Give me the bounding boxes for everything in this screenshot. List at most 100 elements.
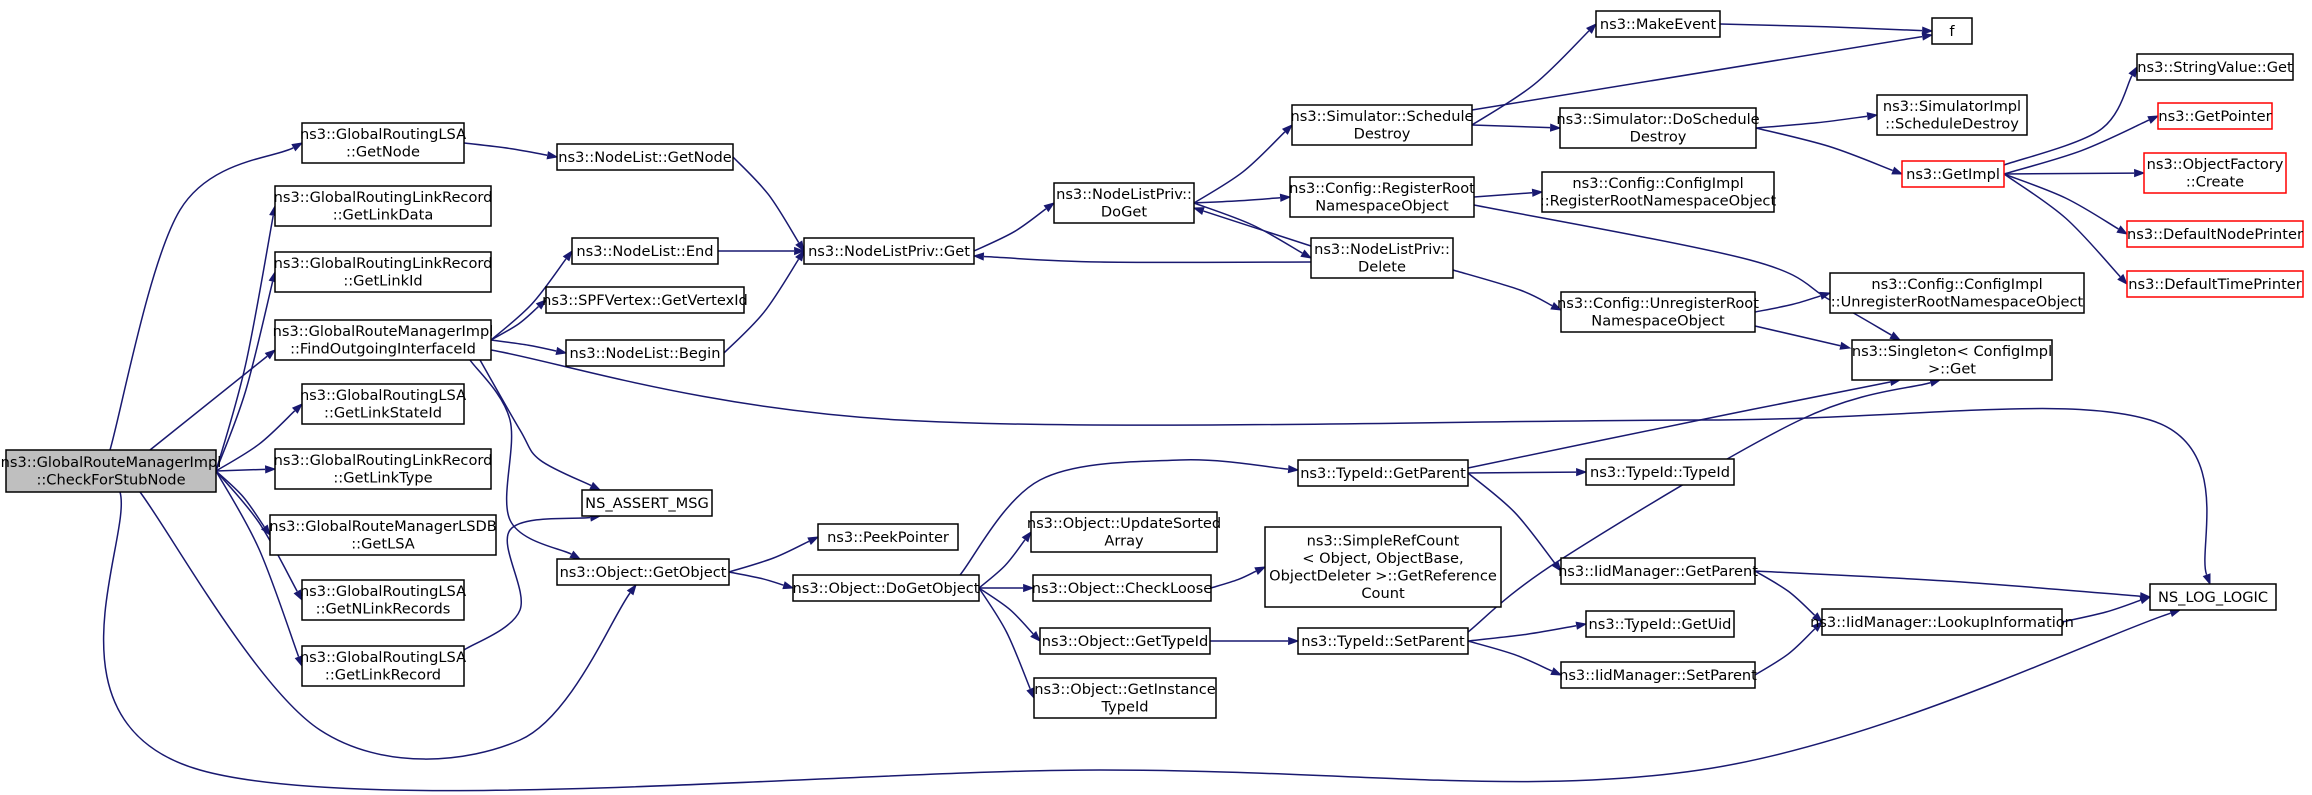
- function-node-object-dogetobject[interactable]: ns3::Object::DoGetObject: [792, 574, 980, 602]
- function-node-nodelist-end[interactable]: ns3::NodeList::End: [571, 237, 719, 265]
- function-node-sim-scheduledestroy[interactable]: ns3::Simulator::ScheduleDestroy: [1290, 104, 1474, 146]
- function-node-label: ns3::NodeList::End: [576, 243, 713, 260]
- function-node-label: ::GetLinkData: [333, 207, 434, 224]
- function-node-label: ::GetLinkType: [333, 470, 432, 487]
- call-edge-nodelistpriv_doget-to-config_registerroot: [1193, 193, 1292, 204]
- function-node-label: ns3::TypeId::TypeId: [1590, 464, 1730, 481]
- call-edge-root-to-lsdb_getlsa: [215, 470, 271, 537]
- function-node-label: ns3::DefaultTimePrinter: [2128, 276, 2302, 293]
- call-edge-typeid_getparent-to-singleton_get: [1467, 377, 1902, 469]
- function-node-defaulttimeprinter[interactable]: ns3::DefaultTimePrinter: [2126, 270, 2304, 298]
- call-edge-object_getobject-to-object_dogetobject: [728, 571, 795, 590]
- function-node-label: ns3::GlobalRoutingLSA: [300, 126, 466, 143]
- function-node-simimpl-scheduledestroy[interactable]: ns3::SimulatorImpl::ScheduleDestroy: [1876, 94, 2028, 136]
- call-edge-iidmanager_getparent-to-ns_log_logic: [1754, 570, 2152, 601]
- function-node-lr-getlinktype[interactable]: ns3::GlobalRoutingLinkRecord::GetLinkTyp…: [274, 448, 493, 490]
- function-node-configimpl-unregisterroot[interactable]: ns3::Config::ConfigImpl::UnregisterRootN…: [1829, 272, 2085, 314]
- function-node-defaultnodeprinter[interactable]: ns3::DefaultNodePrinter: [2126, 220, 2304, 248]
- function-node-label: Delete: [1358, 259, 1406, 276]
- function-node-label: ns3::GlobalRouteManagerImpl: [1, 454, 222, 471]
- function-node-typeid-setparent[interactable]: ns3::TypeId::SetParent: [1297, 627, 1469, 655]
- function-node-label: ns3::GlobalRoutingLinkRecord: [274, 255, 493, 272]
- function-node-label: ns3::GlobalRouteManagerLSDB: [269, 518, 497, 535]
- function-node-spf-getvertexid[interactable]: ns3::SPFVertex::GetVertexId: [542, 286, 748, 314]
- call-edge-nodelistpriv_delete-to-config_unregisterroot: [1452, 269, 1563, 311]
- function-node-label: ns3::Config::ConfigImpl: [1572, 175, 1743, 192]
- function-node-label: ns3::SPFVertex::GetVertexId: [542, 292, 748, 309]
- function-node-nodelistpriv-get[interactable]: ns3::NodeListPriv::Get: [803, 237, 975, 265]
- function-node-object-gettypeid[interactable]: ns3::Object::GetTypeId: [1039, 627, 1211, 655]
- function-node-label: ns3::IidManager::GetParent: [1558, 563, 1758, 580]
- function-node-label: ns3::Object::DoGetObject: [792, 580, 979, 597]
- function-node-simplerefcount[interactable]: ns3::SimpleRefCount< Object, ObjectBase,…: [1264, 526, 1502, 608]
- call-edge-typeid_setparent-to-iidmanager_setparent: [1467, 640, 1563, 676]
- function-node-object-getobject[interactable]: ns3::Object::GetObject: [556, 558, 730, 586]
- function-node-getpointer[interactable]: ns3::GetPointer: [2157, 102, 2273, 130]
- function-node-label: ns3::MakeEvent: [1600, 16, 1717, 33]
- function-node-getimpl[interactable]: ns3::GetImpl: [1901, 160, 2005, 188]
- function-node-nodelistpriv-doget[interactable]: ns3::NodeListPriv::DoGet: [1053, 182, 1195, 224]
- function-node-lsa-getlinkstateid[interactable]: ns3::GlobalRoutingLSA::GetLinkStateId: [300, 383, 466, 425]
- function-node-config-unregisterroot[interactable]: ns3::Config::UnregisterRootNamespaceObje…: [1557, 291, 1759, 333]
- call-edge-nodelistpriv_delete-to-nodelistpriv_doget: [1192, 207, 1312, 247]
- function-node-objectfactory-create[interactable]: ns3::ObjectFactory::Create: [2143, 152, 2287, 194]
- function-node-nodelist-begin[interactable]: ns3::NodeList::Begin: [565, 339, 725, 367]
- call-edge-nodelistpriv_get-to-nodelistpriv_doget: [973, 202, 1056, 252]
- function-node-ns-assert-msg[interactable]: NS_ASSERT_MSG: [581, 489, 713, 517]
- function-node-label: ns3::PeekPointer: [827, 529, 949, 546]
- function-node-label: ns3::ObjectFactory: [2147, 156, 2284, 173]
- function-node-makeevent[interactable]: ns3::MakeEvent: [1595, 10, 1721, 38]
- function-node-lsa-getnlinkrecords[interactable]: ns3::GlobalRoutingLSA::GetNLinkRecords: [300, 579, 466, 621]
- function-node-label: NS_LOG_LOGIC: [2158, 589, 2268, 606]
- function-node-label: Count: [1361, 585, 1405, 602]
- function-node-config-registerroot[interactable]: ns3::Config::RegisterRootNamespaceObject: [1289, 176, 1475, 218]
- function-node-typeid-getparent[interactable]: ns3::TypeId::GetParent: [1297, 459, 1469, 487]
- function-node-object-checkloose[interactable]: ns3::Object::CheckLoose: [1032, 574, 1213, 602]
- function-node-nodelist-getnode[interactable]: ns3::NodeList::GetNode: [556, 143, 734, 171]
- function-node-label: ::CheckForStubNode: [36, 472, 185, 489]
- call-edge-root-to-lsa_getnlinkrecords: [215, 470, 303, 602]
- function-node-lsa-getnode[interactable]: ns3::GlobalRoutingLSA::GetNode: [300, 122, 466, 164]
- call-edge-sim_scheduledestroy-to-makeevent: [1471, 22, 1598, 126]
- function-node-lr-getlinkid[interactable]: ns3::GlobalRoutingLinkRecord::GetLinkId: [274, 251, 493, 293]
- function-node-label: Destroy: [1354, 126, 1411, 143]
- function-node-label: ::Create: [2186, 174, 2244, 191]
- function-node-findout[interactable]: ns3::GlobalRouteManagerImpl::FindOutgoin…: [273, 319, 494, 361]
- function-node-lsdb-getlsa[interactable]: ns3::GlobalRouteManagerLSDB::GetLSA: [269, 514, 497, 556]
- call-edge-typeid_getparent-to-typeid_typeid: [1467, 467, 1588, 477]
- function-node-nodelistpriv-delete[interactable]: ns3::NodeListPriv::Delete: [1310, 237, 1454, 279]
- function-node-iidmanager-setparent[interactable]: ns3::IidManager::SetParent: [1559, 661, 1757, 689]
- function-node-label: ns3::SimulatorImpl: [1883, 98, 2021, 115]
- call-edge-root-to-lsa_getnode: [109, 142, 304, 451]
- function-node-peekpointer[interactable]: ns3::PeekPointer: [817, 523, 959, 551]
- call-edge-iidmanager_getparent-to-iidmanager_lookup: [1754, 570, 1824, 623]
- call-edge-object_getobject-to-peekpointer: [728, 536, 820, 573]
- function-node-singleton-get[interactable]: ns3::Singleton< ConfigImpl>::Get: [1851, 339, 2053, 381]
- function-node-label: ::GetLinkRecord: [325, 667, 441, 684]
- call-edge-nodelistpriv_doget-to-nodelistpriv_delete: [1193, 202, 1313, 259]
- call-edge-object_dogetobject-to-object_gettypeid: [978, 587, 1042, 643]
- function-node-label: DoGet: [1101, 204, 1147, 221]
- call-edge-findout-to-object_getobject: [469, 359, 582, 560]
- function-node-f[interactable]: f: [1931, 17, 1973, 45]
- function-node-label: ns3::Config::RegisterRoot: [1289, 180, 1475, 197]
- function-node-label: ns3::SimpleRefCount: [1307, 533, 1460, 550]
- function-node-label: ns3::Simulator::Schedule: [1290, 108, 1473, 125]
- function-node-configimpl-registerroot[interactable]: ns3::Config::ConfigImpl::RegisterRootNam…: [1540, 171, 1777, 213]
- function-node-root[interactable]: ns3::GlobalRouteManagerImpl::CheckForStu…: [1, 449, 222, 493]
- function-node-label: NamespaceObject: [1591, 313, 1725, 330]
- function-node-iidmanager-getparent[interactable]: ns3::IidManager::GetParent: [1558, 557, 1758, 585]
- function-node-stringvalue-get[interactable]: ns3::StringValue::Get: [2136, 53, 2294, 81]
- function-node-label: ns3::GlobalRoutingLinkRecord: [274, 452, 493, 469]
- function-node-ns-log-logic[interactable]: NS_LOG_LOGIC: [2149, 583, 2277, 611]
- function-node-lr-getlinkdata[interactable]: ns3::GlobalRoutingLinkRecord::GetLinkDat…: [274, 185, 493, 227]
- function-node-label: ::GetLSA: [351, 536, 415, 553]
- function-node-iidmanager-lookup[interactable]: ns3::IidManager::LookupInformation: [1810, 608, 2074, 636]
- call-edge-getimpl-to-objectfactory_create: [2003, 168, 2146, 178]
- function-node-typeid-getuid[interactable]: ns3::TypeId::GetUid: [1585, 610, 1735, 638]
- function-node-lsa-getlinkrecord[interactable]: ns3::GlobalRoutingLSA::GetLinkRecord: [300, 645, 466, 687]
- function-node-typeid-typeid[interactable]: ns3::TypeId::TypeId: [1585, 458, 1735, 486]
